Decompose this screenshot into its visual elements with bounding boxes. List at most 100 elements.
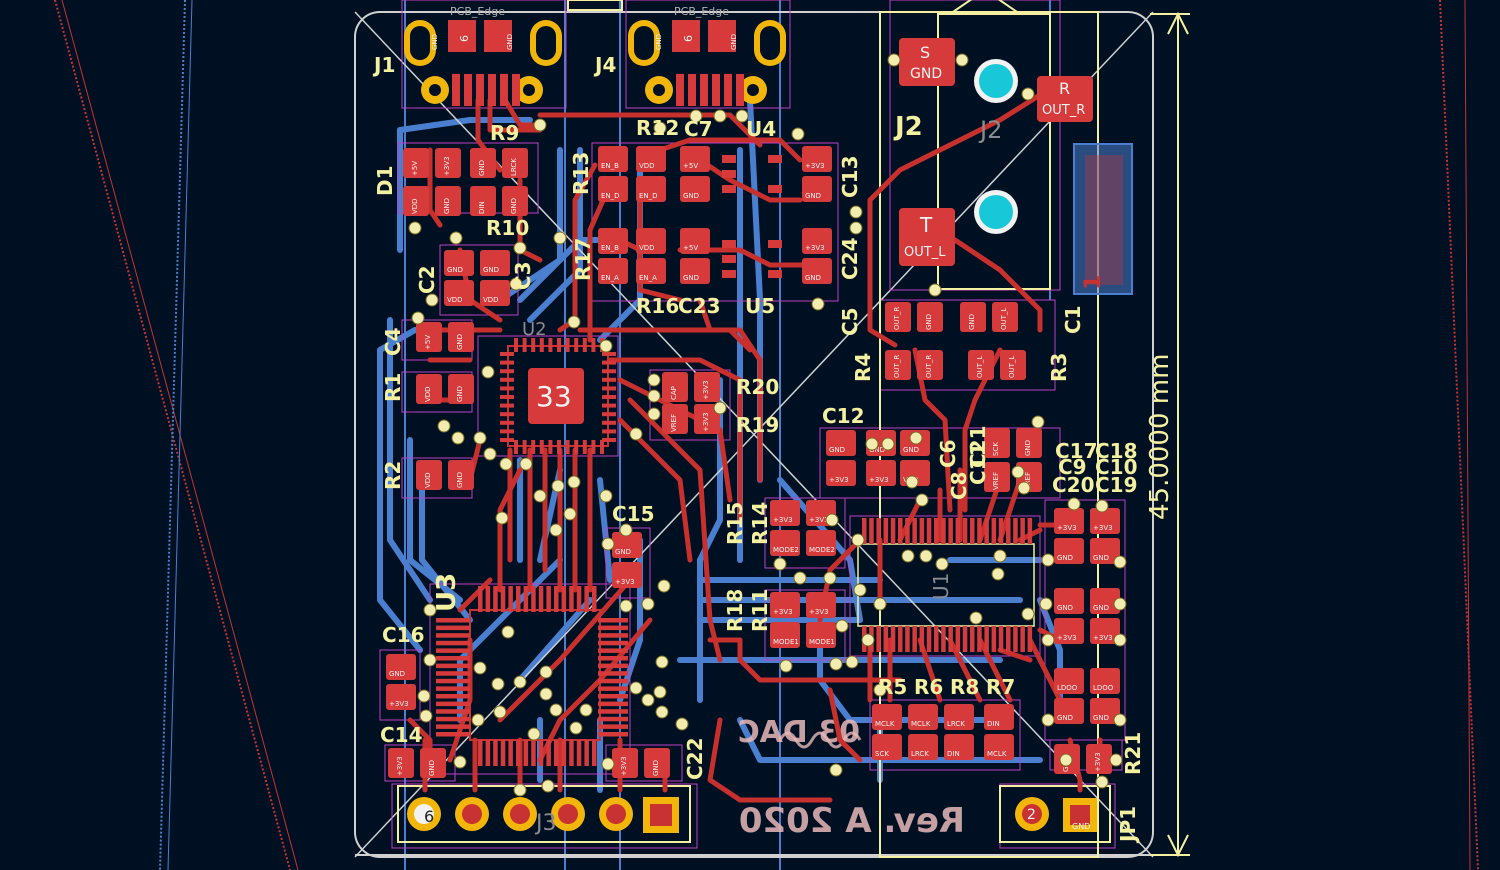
u3-pin <box>436 678 470 684</box>
u2-pin <box>500 438 514 442</box>
u5-ref: U5 <box>745 294 775 318</box>
passive-pad-net: +3V3 <box>1057 524 1077 532</box>
component-ref-label: C18 <box>1095 439 1138 463</box>
component-ref-label: C3 <box>511 261 535 290</box>
component-ref-label: R19 <box>736 413 779 437</box>
passive-pad-net: EN_A <box>639 274 657 282</box>
passive-pad <box>480 280 510 306</box>
u3-pin <box>598 663 628 669</box>
u3-pin <box>598 686 628 691</box>
u3-pin <box>436 701 470 707</box>
passive-pad-net: LDOO <box>1057 684 1078 692</box>
u3-pin <box>436 732 470 737</box>
passive-pad-net: +3V3 <box>1093 634 1113 642</box>
u1-pin <box>912 518 917 544</box>
u3-pin <box>436 625 470 631</box>
u3-tqfp-package[interactable] <box>436 586 628 766</box>
passive-pad <box>598 176 628 202</box>
u1-pin <box>934 518 939 544</box>
u1-pin <box>876 626 881 652</box>
j4-ref: J4 <box>593 53 616 77</box>
component-ref-label: C24 <box>838 237 862 280</box>
bat-pin-label: 1 <box>1081 275 1106 290</box>
j4-usb-connector[interactable] <box>628 20 786 106</box>
passive-pad <box>1054 508 1084 534</box>
via <box>567 475 581 489</box>
j1-pin-label: GND <box>506 34 514 50</box>
passive-pad <box>802 228 832 254</box>
offboard-outlines <box>54 0 1479 870</box>
via <box>653 685 667 699</box>
via <box>419 709 433 723</box>
passive-pad <box>680 146 710 172</box>
u2-pin <box>602 369 616 374</box>
passive-pad <box>680 228 710 254</box>
u4-regulator[interactable] <box>722 155 782 193</box>
passive-pad-net: GND <box>456 472 464 488</box>
passive-pad <box>806 622 836 648</box>
component-ref-label: R20 <box>736 375 779 399</box>
j3-pin-hole <box>414 804 434 824</box>
u2-qfn-package[interactable] <box>500 338 616 454</box>
via <box>449 231 463 245</box>
u1-pin <box>1006 518 1011 544</box>
passive-pad-net: MODE1 <box>809 638 835 646</box>
passive-pad <box>1054 588 1084 614</box>
passive-pad-net: VDD <box>424 472 432 488</box>
component-ref-label: R7 <box>986 675 1015 699</box>
u2-pin <box>602 377 616 382</box>
passive-pad-net: GND <box>478 160 486 176</box>
j2-audio-jack[interactable] <box>899 38 1093 266</box>
passive-pad <box>866 460 896 486</box>
passive-pad-net: +3V3 <box>389 700 409 708</box>
passive-pad-net: +3V3 <box>620 756 628 776</box>
passive-pad <box>598 258 628 284</box>
via <box>1041 713 1055 727</box>
via <box>1011 465 1025 479</box>
passive-pad-net: VDD <box>447 296 463 304</box>
u3-pin <box>576 740 582 766</box>
via <box>825 513 839 527</box>
passive-pad <box>826 430 856 456</box>
passive-pad-net: VREF <box>992 472 1000 490</box>
via <box>513 675 527 689</box>
passive-pad <box>1086 744 1112 774</box>
passive-pad <box>435 186 461 216</box>
passive-pad <box>680 258 710 284</box>
component-ref-label: R16 <box>636 294 679 318</box>
u1-pin <box>919 626 925 652</box>
passive-pad <box>1090 588 1120 614</box>
u3-pin <box>436 694 470 699</box>
via <box>829 657 843 671</box>
passive-pad-net: OUT_L <box>1000 308 1008 330</box>
j1-usb-connector[interactable] <box>404 20 562 106</box>
passive-pad-net: GND <box>456 334 464 350</box>
j2-pad-r-net: OUT_R <box>1042 103 1085 118</box>
passive-pad <box>872 734 902 760</box>
u3-pin <box>569 740 574 766</box>
via <box>1113 597 1127 611</box>
passive-pad <box>435 148 461 178</box>
u5-regulator[interactable] <box>722 240 782 278</box>
component-ref-label: D1 <box>373 165 397 196</box>
jp1-jumper[interactable] <box>1015 797 1097 832</box>
via <box>471 713 485 727</box>
passive-pad-net: +3V3 <box>702 412 710 432</box>
u2-pin <box>574 440 579 454</box>
u3-pin <box>598 716 628 722</box>
passive-pad-net: GND <box>925 314 933 330</box>
j3-pin-header[interactable] <box>407 797 679 833</box>
u1-pin <box>977 626 982 652</box>
via <box>553 231 567 245</box>
via <box>539 665 553 679</box>
passive-pad-net: MODE1 <box>773 638 799 646</box>
u1-pin <box>1027 518 1033 544</box>
u3-pin <box>531 740 536 766</box>
component-ref-label: R2 <box>381 461 405 490</box>
u3-pin <box>561 740 567 766</box>
passive-pad <box>1016 428 1042 458</box>
u3-pin <box>523 586 529 612</box>
u1-pin <box>991 626 997 652</box>
